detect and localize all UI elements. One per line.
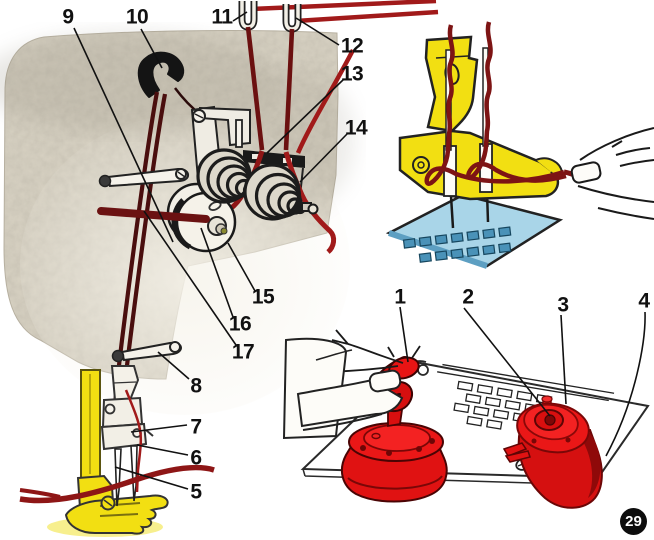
leader-lines [73, 11, 646, 490]
hand-pulling-threads [570, 127, 654, 220]
callout-label-5: 5 [190, 480, 202, 504]
foot-pivot-icon [412, 156, 430, 174]
guide-down-threads [245, 26, 295, 151]
machine-head-figure [0, 0, 439, 537]
callout-label-4: 4 [638, 289, 650, 313]
fingernail [368, 369, 402, 393]
needle-thread [124, 389, 143, 493]
feed-dog-plate [385, 191, 564, 269]
thread-ends [311, 329, 421, 373]
bobbin-latch [502, 442, 528, 457]
callout-label-2: 2 [462, 285, 474, 309]
guide-screw-icon [169, 341, 181, 353]
callout-label-14: 14 [344, 116, 368, 140]
bobbin-case-right [502, 395, 603, 509]
callout-label-13: 13 [340, 62, 364, 86]
page-number-badge: 29 [620, 508, 647, 535]
tension-thread-tail [97, 207, 210, 223]
thread-guide-lower [111, 341, 182, 363]
page-number: 29 [625, 513, 642, 530]
tension-disc-right [243, 163, 319, 221]
bobbin-case-left [311, 329, 448, 503]
disc-nut-icon [220, 227, 228, 235]
thread-take-up-lever [137, 51, 185, 98]
callout-label-12: 12 [340, 34, 364, 58]
thread-tail [19, 464, 215, 504]
presser-foot-detail-figure [385, 21, 654, 269]
callout-label-8: 8 [190, 374, 202, 398]
presser-foot-closeup [398, 35, 564, 201]
thread-guide-mid [98, 167, 189, 188]
fingernail [570, 161, 602, 184]
hand-holding-bobbin [282, 337, 404, 440]
disc-slot [208, 201, 222, 211]
callout-label-6: 6 [190, 446, 202, 470]
callout-label-16: 16 [228, 312, 252, 336]
feed-dog-teeth [402, 226, 512, 263]
callout-label-15: 15 [251, 285, 275, 309]
callout-label-10: 10 [125, 5, 149, 29]
callout-label-7: 7 [190, 415, 202, 439]
callout-label-1: 1 [394, 285, 406, 309]
callout-label-11: 11 [211, 5, 233, 29]
callout-label-3: 3 [557, 293, 569, 317]
needle-left [114, 448, 122, 507]
callout-label-17: 17 [231, 340, 255, 364]
callout-label-9: 9 [62, 5, 74, 29]
bobbin-area-figure [282, 329, 650, 509]
top-thread-guides [238, 0, 439, 154]
tension-disc-left [196, 148, 267, 204]
